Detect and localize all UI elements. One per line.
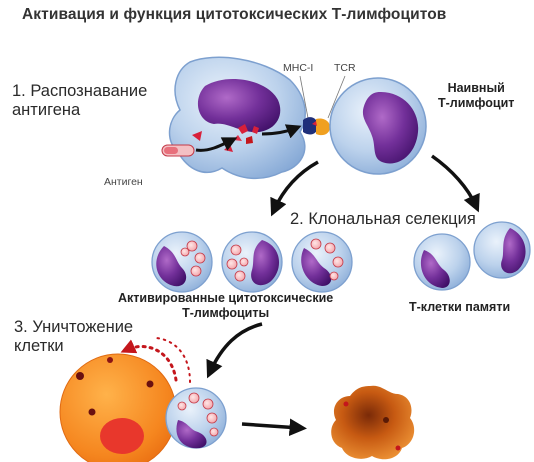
mhc-label: MHC-I	[283, 62, 314, 74]
presentation-arrow	[261, 124, 302, 139]
step-recognition-line-1: 1. Распознавание	[12, 82, 148, 100]
naive-t-cell-label: Наивный Т-лимфоцит	[438, 81, 514, 111]
step-recognition-label: 1. Распознавание антигена	[12, 82, 147, 120]
apoptosis-arrow	[241, 418, 307, 437]
memory-t-cells-label: Т-клетки памяти	[409, 300, 511, 314]
antigen-presenting-cell	[168, 56, 306, 180]
tcr-label: TCR	[334, 62, 356, 74]
step-destruction-line-2: клетки	[14, 337, 64, 355]
naive-label-line-1: Наивный	[447, 81, 505, 95]
activated-label-line-1: Активированные цитотоксические	[118, 291, 334, 305]
activated-label-line-2: Т-лимфоциты	[182, 306, 270, 320]
perforin-granules-arc	[120, 337, 191, 383]
mhc-tcr-complex	[303, 117, 330, 136]
mhc-pointer	[299, 75, 309, 119]
step-destruction-label: 3. Уничтожение клетки	[14, 318, 133, 356]
antigen-icon	[161, 144, 195, 157]
memory-t-cell	[473, 221, 531, 279]
clonal-selection-arrow	[270, 160, 319, 217]
diagram-title: Активация и функция цитотоксических Т-ли…	[22, 6, 447, 23]
dying-target-cell	[331, 385, 415, 460]
killer-t-cell	[165, 387, 227, 449]
uptake-arrow	[195, 137, 238, 152]
naive-label-line-2: Т-лимфоцит	[438, 96, 515, 110]
memory-arrow	[430, 154, 480, 213]
destruction-arrow	[206, 322, 263, 379]
step-recognition-line-2: антигена	[12, 101, 81, 119]
naive-t-cell	[329, 77, 427, 175]
step-selection-label: 2. Клональная селекция	[290, 210, 476, 228]
tcr-pointer	[327, 75, 346, 119]
step-destruction-line-1: 3. Уничтожение	[14, 318, 134, 336]
target-cell	[59, 353, 177, 462]
activated-t-cell	[151, 231, 213, 293]
antigen-fragments	[233, 124, 259, 144]
activated-t-cell	[221, 231, 283, 293]
activated-t-cells-label: Активированные цитотоксические Т-лимфоци…	[118, 291, 333, 321]
memory-t-cell	[413, 233, 471, 291]
activated-t-cell	[291, 231, 353, 293]
antigen-label: Антиген	[104, 176, 143, 188]
